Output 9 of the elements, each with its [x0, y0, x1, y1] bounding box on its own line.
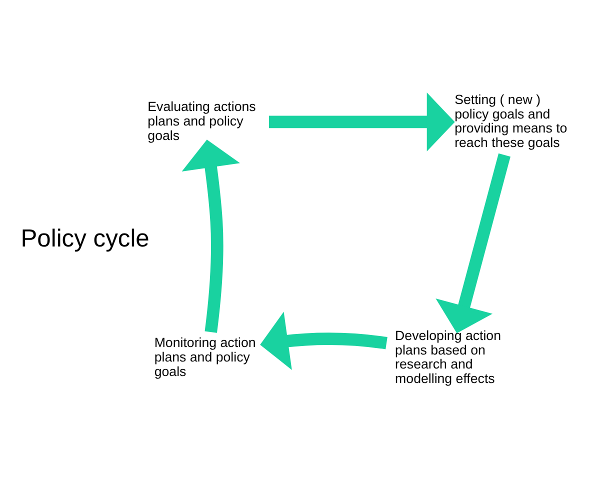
arrow: [269, 92, 455, 151]
node-text: Setting ( new ) policy goals and providing means to reach these goals: [454, 91, 568, 150]
node-text: Evaluating actions plans and policy goals: [148, 98, 256, 142]
arrow: [182, 139, 240, 332]
label: Policy cycle: [20, 224, 150, 252]
node-text: Developing action plans based on research and modelling effects: [395, 327, 502, 386]
arrow: [436, 152, 510, 333]
arrow: [260, 311, 388, 370]
node-text: Monitoring action plans and policy goals: [154, 334, 256, 378]
